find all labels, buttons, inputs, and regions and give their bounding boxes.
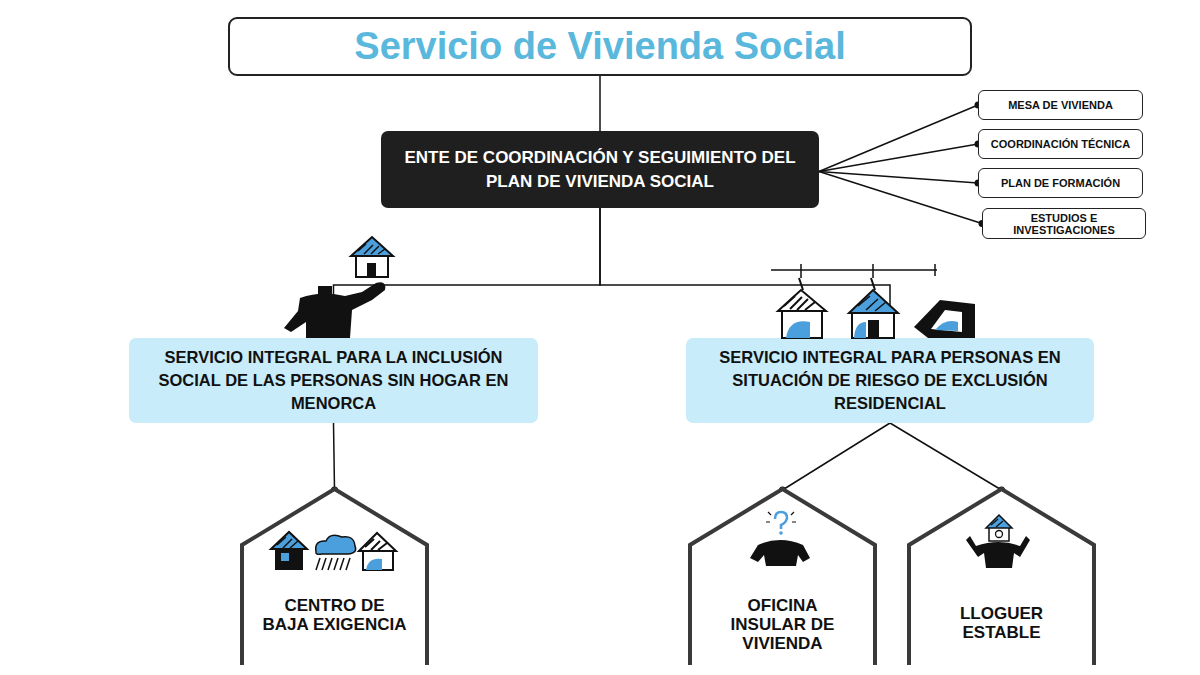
clothesline [771,264,937,290]
connector-line [600,208,890,338]
connector-line [819,144,978,172]
house-box: CENTRO DE BAJA EXIGENCIA [240,487,429,665]
hanging-house-icon [778,290,826,338]
node-label: COORDINACIÓN TÉCNICA [991,138,1130,150]
connector-line [334,423,335,490]
service-box: SERVICIO INTEGRAL PARA PERSONAS EN SITUA… [686,338,1094,423]
node-label: LLOGUER ESTABLE [937,604,1067,642]
house-fill [242,489,427,665]
coordination-box: ENTE DE COORDINACIÓN Y SEGUIMIENTO DEL P… [381,131,819,208]
node-label: ESTUDIOS E INVESTIGACIONES [985,212,1143,236]
house-fill [909,489,1094,665]
rain-cloud-icon [316,535,356,570]
house-icon [359,533,396,570]
node-label: Servicio de Vivienda Social [354,25,845,68]
connector-line [819,172,982,224]
questioning-figure [750,512,810,566]
node-label: PLAN DE FORMACIÓN [1001,177,1120,189]
house-outline [240,487,429,665]
node-label: MESA DE VIVIENDA [1008,99,1113,111]
node-label: SERVICIO INTEGRAL PARA LA INCLUSIÓN SOCI… [136,346,532,415]
shrugging-figure [966,515,1030,568]
house-outline-line [242,489,427,665]
house-box: LLOGUER ESTABLE [907,487,1096,665]
title-box: Servicio de Vivienda Social [228,17,972,76]
node-label: CENTRO DE BAJA EXIGENCIA [261,596,409,634]
house-box: OFICINA INSULAR DE VIVIENDA [688,487,877,665]
tag-box: COORDINACIÓN TÉCNICA [978,129,1143,159]
connector-line [783,423,891,490]
connector-line [890,423,1002,490]
tag-box: ESTUDIOS E INVESTIGACIONES [982,208,1146,239]
connector-line [819,105,978,172]
house-icon [271,532,307,570]
tag-box: PLAN DE FORMACIÓN [978,168,1143,198]
house-icon [351,237,393,277]
service-box: SERVICIO INTEGRAL PARA LA INCLUSIÓN SOCI… [129,338,538,423]
connector-line [599,76,601,131]
house-outline-line [690,489,875,665]
person-figure [284,282,385,338]
tent-icon [914,300,975,338]
node-label: OFICINA INSULAR DE VIVIENDA [713,596,853,653]
hanging-house-icon [849,290,898,338]
house-outline-line [909,489,1094,665]
node-label: ENTE DE COORDINACIÓN Y SEGUIMIENTO DEL P… [391,146,809,194]
tag-box: MESA DE VIVIENDA [978,90,1143,120]
connector-line [334,208,601,338]
connector-line [819,172,978,184]
node-label: SERVICIO INTEGRAL PARA PERSONAS EN SITUA… [698,346,1083,415]
house-fill [690,489,875,665]
